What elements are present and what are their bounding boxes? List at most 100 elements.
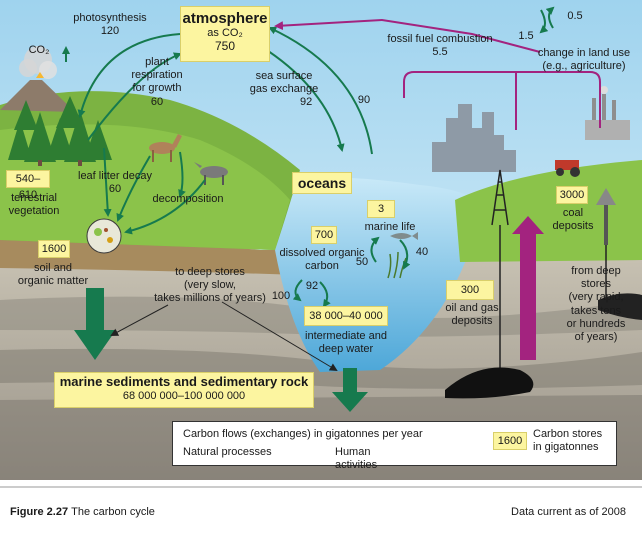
oil-deposit [445, 367, 534, 399]
land-use-15-arrow [539, 9, 549, 34]
photosynthesis-arrow [77, 33, 181, 118]
deer-arrow [178, 151, 186, 198]
atmosphere-formula: as CO₂ [207, 27, 243, 40]
photosynthesis-value: 120 [100, 25, 120, 38]
coal-line2: deposits [552, 220, 594, 233]
seaweed [387, 251, 407, 279]
tractor [555, 160, 580, 177]
soil-band [0, 235, 300, 275]
from-deep-line1: from deep [571, 265, 621, 277]
atmosphere-title: atmosphere [182, 10, 268, 27]
land-use-line2: (e.g., agriculture) [542, 60, 626, 73]
flux-92b-arrow [319, 281, 331, 308]
deep-stores-slow-line3: takes millions of years) [154, 292, 266, 305]
coal-deposit [598, 293, 642, 320]
fish [390, 232, 418, 240]
plant-respiration-label: plant respiration for growth 60 [120, 56, 194, 109]
legend-stores-line1: Carbon stores [533, 428, 603, 440]
from-deep-line4: takes tens [570, 304, 622, 317]
fossil-fuel-arrow [274, 18, 541, 53]
atmosphere-value: 750 [214, 38, 236, 53]
plant-respiration-line2: respiration [131, 69, 183, 82]
flux-40-arrow [399, 239, 411, 270]
natural-flow-arrows [62, 6, 555, 308]
oil-gas-line1: oil and gas [445, 302, 499, 314]
legend-store-swatch: 1600 [493, 432, 527, 450]
leaf-litter-label: leaf litter decay 60 [70, 170, 160, 196]
soil-label: soil and organic matter [10, 262, 96, 288]
soil-line2: organic matter [17, 275, 89, 288]
volcano-fire [36, 72, 44, 78]
soil-line1: soil and [34, 262, 72, 274]
human-bracket [403, 71, 601, 128]
oil-gas-store: 300 [446, 280, 494, 300]
from-deep-line6: of years) [574, 330, 618, 343]
coal-line1: coal [562, 207, 584, 219]
from-deep-stores-arrow [512, 216, 544, 360]
plant-respiration-arrow [87, 52, 182, 141]
data-note: Data current as of 2008 [511, 506, 626, 518]
coal-mine [596, 188, 616, 300]
deep-water-store: 38 000–40 000 [304, 306, 388, 326]
doc-line1: dissolved organic [279, 247, 365, 259]
deep-stores-slow-line2: (very slow, [184, 279, 236, 292]
legend: Carbon flows (exchanges) in gigatonnes p… [172, 421, 617, 471]
oceans-label: oceans [292, 172, 352, 194]
legend-stores-label: Carbon stores in gigatonnes [533, 428, 613, 454]
from-deep-line3: (very rapid, [568, 291, 624, 304]
oil-gas-label: oil and gas deposits [436, 302, 508, 328]
atmosphere-store: atmosphere as CO₂ 750 [180, 6, 270, 62]
leaf-litter-text: leaf litter decay [78, 170, 152, 182]
coal-label: coal deposits [546, 207, 600, 233]
city-skyline [432, 104, 516, 172]
decomposition-label: decomposition [152, 193, 224, 205]
fossil-fuel-value: 5.5 [432, 46, 448, 59]
decomposers-circle [86, 218, 122, 254]
volcano-smoke [19, 59, 37, 77]
land-use-label: change in land use (e.g., agriculture) [532, 47, 636, 73]
marine-sediments-store: marine sediments and sedimentary rock 68… [54, 372, 314, 408]
plant-respiration-value: 60 [150, 95, 164, 108]
land-use-line1: change in land use [537, 47, 631, 59]
volcano [0, 80, 75, 112]
marine-life-label: marine life [364, 221, 416, 233]
flux-50-arrow [370, 236, 380, 263]
figure-title: The carbon cycle [71, 506, 155, 518]
deep-stores-slow-line1: to deep stores [175, 266, 245, 278]
land-use-value-05: 0.5 [567, 10, 583, 22]
volcano-smoke [39, 61, 57, 79]
deep-stores-slow-label: to deep stores (very slow, takes million… [145, 266, 275, 306]
legend-stores-line2: in gigatonnes [533, 441, 599, 454]
from-deep-stores-label: from deep stores (very rapid, takes tens… [556, 265, 636, 344]
oil-derrick [491, 169, 509, 370]
deepwater-to-sediment-arrow [332, 368, 368, 412]
terrestrial-label: terrestrial vegetation [4, 192, 64, 218]
doc-label: dissolved organic carbon [276, 247, 368, 273]
decomposition-arrow-2 [124, 179, 206, 235]
coal-store: 3000 [556, 186, 588, 204]
flux-50-value: 50 [355, 256, 369, 268]
deep-water-line2: deep water [318, 343, 374, 356]
legend-human: Human activities [335, 446, 378, 472]
doc-store: 700 [311, 226, 337, 244]
photosynthesis-text: photosynthesis [73, 12, 147, 24]
legend-flows: Carbon flows (exchanges) in gigatonnes p… [183, 428, 423, 440]
from-deep-line5: or hundreds [566, 317, 626, 330]
flux-100-arrow [292, 279, 303, 302]
co2-label: CO₂ [28, 44, 50, 56]
terrestrial-line2: vegetation [8, 205, 60, 218]
terrestrial-line1: terrestrial [11, 192, 57, 204]
flux-40-value: 40 [415, 246, 429, 258]
terrestrial-store: 540–610 [6, 170, 50, 201]
figure-number: Figure 2.27 [10, 506, 69, 518]
sea-surface-label: sea surface gas exchange 92 [244, 70, 324, 110]
from-deep-line2: stores [581, 278, 611, 291]
land-use-05-arrow [545, 6, 555, 29]
thick-arrows [74, 288, 368, 412]
decomposition-arrow-1 [116, 155, 151, 222]
leaf-litter-arrow [103, 147, 112, 217]
soil-store: 1600 [38, 240, 70, 258]
plant-respiration-line3: for growth [132, 82, 182, 95]
leaf-litter-value: 60 [108, 183, 122, 196]
